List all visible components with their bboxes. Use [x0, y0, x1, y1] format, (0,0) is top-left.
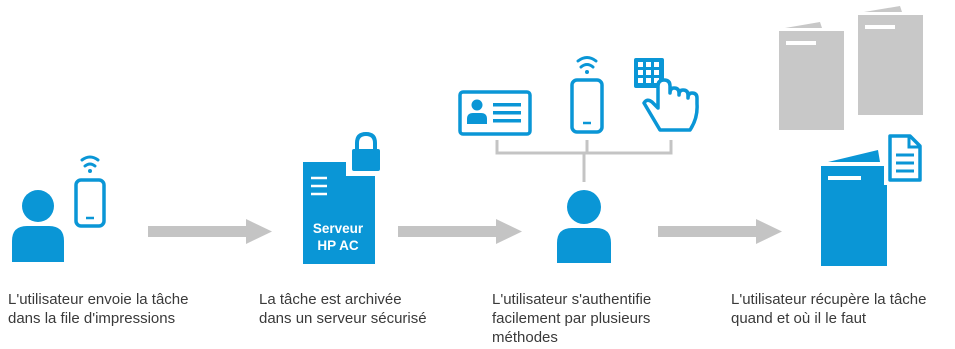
printer-blue-icon — [821, 150, 887, 266]
step3-caption-line1: L'utilisateur s'authentifie — [492, 291, 652, 308]
step4-caption-line1: L'utilisateur récupère la tâche — [731, 291, 927, 308]
step3-wireless-icon — [576, 56, 598, 74]
step2-caption-line2: dans un serveur sécurisé — [259, 310, 427, 327]
printer-gray-right-icon — [858, 6, 923, 115]
step3-caption-line2: facilement par plusieurs — [492, 310, 651, 327]
step3-caption-line3: méthodes — [492, 329, 558, 346]
step1-caption-line1: L'utilisateur envoie la tâche — [8, 291, 189, 308]
server-label-line2: HP AC — [317, 238, 359, 253]
arrow-3-icon — [658, 219, 782, 244]
server-label-line1: Serveur — [313, 221, 364, 236]
step1-wireless-icon — [80, 155, 100, 173]
pin-pad-icon — [634, 58, 664, 88]
step2-caption: La tâche est archivée dans un serveur sé… — [259, 290, 489, 328]
arrow-2-icon — [398, 219, 522, 244]
step3-caption: L'utilisateur s'authentifie facilement p… — [492, 290, 722, 347]
step3-user-icon — [557, 190, 611, 263]
id-card-icon — [458, 90, 532, 136]
step1-caption-line2: dans la file d'impressions — [8, 310, 176, 327]
server-icon: Serveur HP AC — [303, 162, 375, 264]
step2-caption-line1: La tâche est archivée — [259, 291, 402, 308]
step4-caption: L'utilisateur récupère la tâche quand et… — [731, 290, 955, 328]
step1-caption: L'utilisateur envoie la tâche dans la fi… — [8, 290, 238, 328]
printer-gray-left-icon — [779, 22, 844, 130]
step4-caption-line2: quand et où il le faut — [731, 310, 867, 327]
lock-icon — [346, 131, 386, 176]
step1-user-icon — [12, 190, 64, 262]
document-icon — [884, 130, 925, 185]
arrow-1-icon — [148, 219, 272, 244]
pointing-hand-icon — [642, 78, 699, 132]
step1-smartphone-icon — [74, 178, 106, 228]
auth-connector-lines — [495, 140, 673, 182]
step3-smartphone-icon — [570, 78, 604, 134]
